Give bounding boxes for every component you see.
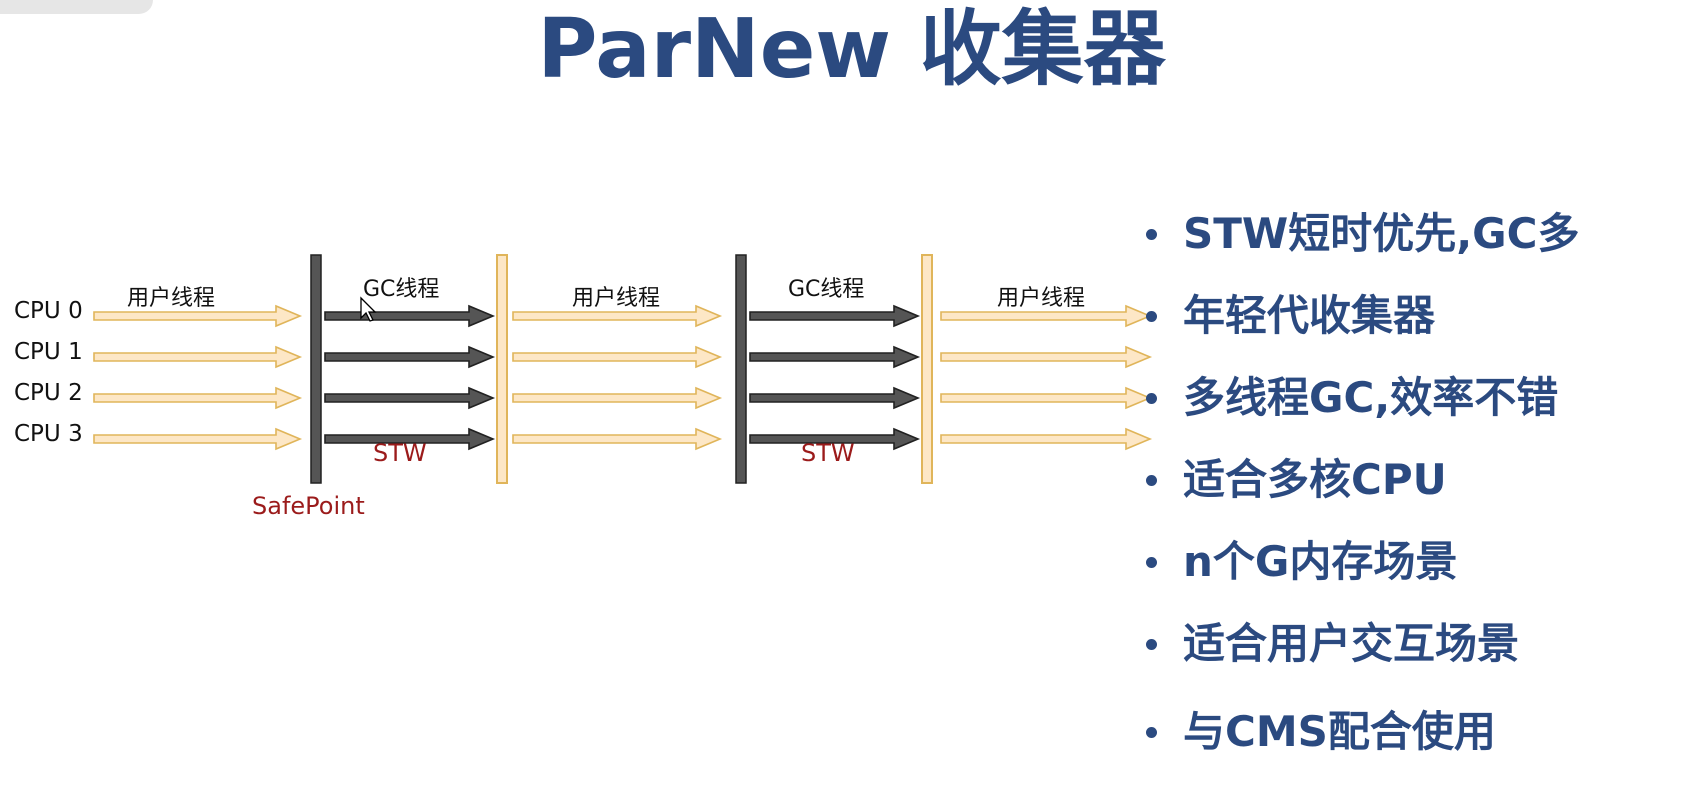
user-thread-arrow-cpu3-seg2	[512, 427, 723, 451]
gc-thread-arrow-cpu1-seg3	[749, 345, 921, 369]
user-thread-arrow-cpu0-seg4	[940, 304, 1153, 328]
phase-label-gc-2: GC线程	[788, 277, 864, 302]
user-thread-arrow-cpu1-seg2	[512, 345, 723, 369]
mouse-cursor-icon	[360, 296, 377, 322]
thread-arrows	[93, 304, 1153, 451]
page-title: ParNew 收集器	[537, 2, 1166, 97]
resume-bar-2	[921, 254, 933, 484]
bullet-item: n个G内存场景	[1146, 536, 1457, 588]
user-thread-arrow-cpu2-seg4	[940, 386, 1153, 410]
phase-label-gc-1: GC线程	[363, 277, 439, 302]
bullet-item: 适合多核CPU	[1146, 454, 1447, 506]
safepoint-bar-1	[310, 254, 322, 484]
gc-thread-arrow-cpu2-seg1	[324, 386, 496, 410]
user-thread-arrow-cpu3-seg0	[93, 427, 303, 451]
phase-label-user-1: 用户线程	[127, 286, 215, 311]
safepoint-bar-2	[735, 254, 747, 484]
bullet-item: 与CMS配合使用	[1146, 706, 1496, 758]
gc-thread-arrow-cpu1-seg1	[324, 345, 496, 369]
user-thread-arrow-cpu2-seg0	[93, 386, 303, 410]
cpu-label-0: CPU 0	[14, 298, 83, 324]
bullet-item: 年轻代收集器	[1146, 290, 1435, 342]
safepoint-label: SafePoint	[252, 492, 365, 520]
phase-label-user-3: 用户线程	[997, 286, 1085, 311]
cpu-label-3: CPU 3	[14, 421, 83, 447]
bullet-dot-icon	[1146, 229, 1157, 240]
window-tab-stub	[0, 0, 153, 14]
user-thread-arrow-cpu0-seg2	[512, 304, 723, 328]
gc-thread-arrow-cpu3-seg3	[749, 427, 921, 451]
stw-label-1: STW	[373, 439, 427, 467]
user-thread-arrow-cpu0-seg0	[93, 304, 303, 328]
gc-thread-arrow-cpu2-seg3	[749, 386, 921, 410]
bullet-dot-icon	[1146, 475, 1157, 486]
bullet-dot-icon	[1146, 311, 1157, 322]
user-thread-arrow-cpu1-seg0	[93, 345, 303, 369]
bullet-dot-icon	[1146, 639, 1157, 650]
bullet-dot-icon	[1146, 557, 1157, 568]
stw-label-2: STW	[801, 439, 855, 467]
gc-thread-arrow-cpu0-seg3	[749, 304, 921, 328]
user-thread-arrow-cpu2-seg2	[512, 386, 723, 410]
user-thread-arrow-cpu3-seg4	[940, 427, 1153, 451]
cpu-label-2: CPU 2	[14, 380, 83, 406]
cpu-label-1: CPU 1	[14, 339, 83, 365]
bullet-dot-icon	[1146, 393, 1157, 404]
bullet-item: 多线程GC,效率不错	[1146, 372, 1558, 424]
parnew-diagram: CPU 0 CPU 1 CPU 2 CPU 3 用户线程 GC线程 用户线程 G…	[14, 254, 1153, 520]
resume-bar-1	[496, 254, 508, 484]
bullet-item: STW短时优先,GC多	[1146, 208, 1579, 260]
bullet-dot-icon	[1146, 727, 1157, 738]
bullet-item: 适合用户交互场景	[1146, 618, 1519, 670]
user-thread-arrow-cpu1-seg4	[940, 345, 1153, 369]
gc-thread-arrow-cpu3-seg1	[324, 427, 496, 451]
phase-label-user-2: 用户线程	[572, 286, 660, 311]
gc-thread-arrow-cpu0-seg1	[324, 304, 496, 328]
